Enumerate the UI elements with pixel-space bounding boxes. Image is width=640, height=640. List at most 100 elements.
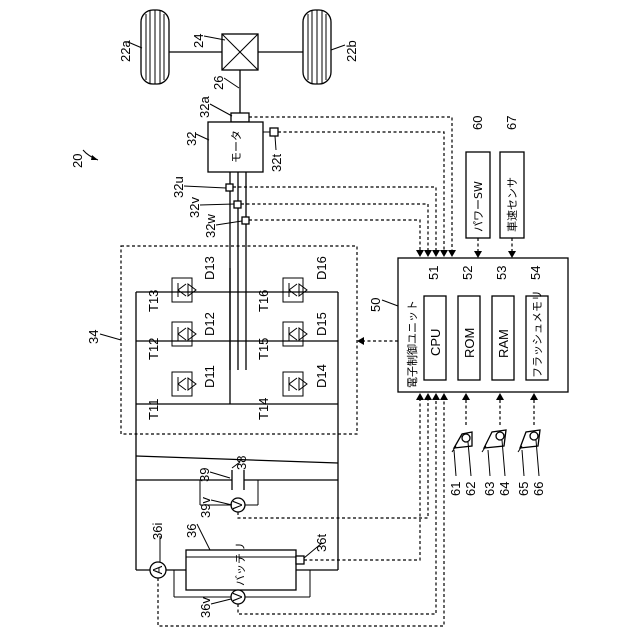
switch-t11-d11 bbox=[172, 372, 196, 396]
pedal-66-label: 66 bbox=[531, 482, 546, 496]
current-v-leader bbox=[200, 204, 234, 205]
cpu-label: CPU bbox=[428, 329, 443, 356]
pedal-65-label: 65 bbox=[516, 482, 531, 496]
pedal-64-label: 64 bbox=[497, 482, 512, 496]
signal-32w-arrow bbox=[416, 250, 424, 257]
signal-36t-arrow bbox=[416, 393, 424, 400]
switch-t14-d14 bbox=[283, 372, 307, 396]
speed-sensor-label: 車速センサ bbox=[505, 177, 519, 232]
label-t16: T16 bbox=[256, 290, 271, 312]
rotation-sensor-32a bbox=[231, 113, 249, 122]
signal-32u-arrow bbox=[432, 250, 440, 257]
signal-32u bbox=[233, 187, 436, 250]
label-d15: D15 bbox=[314, 312, 329, 336]
switch-t12-d12 bbox=[172, 322, 196, 346]
flash-ref: 54 bbox=[528, 266, 543, 280]
battery-voltage-leader bbox=[211, 599, 231, 604]
capacitor-ref: 39 bbox=[197, 468, 212, 482]
label-t15: T15 bbox=[256, 338, 271, 360]
battery-voltmeter-symbol: V bbox=[230, 592, 245, 601]
battery-ammeter-symbol: A bbox=[150, 565, 165, 574]
label-d16: D16 bbox=[314, 256, 329, 280]
battery-current-label: 36i bbox=[150, 523, 165, 540]
ecu-ref-leader bbox=[382, 300, 398, 306]
battery-label: バッテリ bbox=[234, 542, 247, 586]
signal-pedal-66-arrow bbox=[530, 393, 538, 400]
figure-number: 20 bbox=[70, 154, 85, 168]
signal-pedal-64-arrow bbox=[496, 393, 504, 400]
label-t12: T12 bbox=[146, 338, 161, 360]
capacitor-voltmeter-symbol: V bbox=[230, 500, 245, 509]
motor-ref: 32 bbox=[184, 132, 199, 146]
shaft-sensor-leader bbox=[210, 104, 232, 116]
motor-temp-leader bbox=[275, 136, 276, 150]
ecu-label: 電子制御ユニット bbox=[405, 300, 419, 388]
pedal-63-leader bbox=[488, 450, 490, 476]
power-switch-ref: 60 bbox=[470, 116, 485, 130]
pedal-65-leader bbox=[522, 450, 524, 476]
current-w-label: 32w bbox=[203, 214, 218, 238]
wheel-left bbox=[141, 10, 169, 84]
figure-arrowhead bbox=[91, 155, 98, 160]
battery-temp-sensor bbox=[296, 556, 304, 564]
capacitor-voltage-leader bbox=[211, 500, 232, 505]
battery-voltage-label: 36v bbox=[198, 597, 213, 618]
differential-gear bbox=[222, 34, 258, 70]
pedal-62-leader bbox=[468, 442, 471, 476]
label-t13: T13 bbox=[146, 290, 161, 312]
capacitor-ref-leader bbox=[210, 472, 230, 478]
pedal-61-leader bbox=[454, 450, 456, 476]
current-sensor-w bbox=[242, 217, 249, 224]
wheel-right-leader bbox=[331, 45, 345, 50]
pedal-61-label: 61 bbox=[448, 482, 463, 496]
label-t11: T11 bbox=[146, 399, 161, 420]
inverter-control-arrow bbox=[357, 337, 364, 345]
signal-32w bbox=[249, 220, 420, 250]
power-switch-label: パワーSW bbox=[472, 181, 485, 232]
signal-32v bbox=[241, 204, 428, 250]
current-sensor-v bbox=[234, 201, 241, 208]
flash-label: フラッシュメモリ bbox=[531, 290, 544, 378]
current-sensor-u bbox=[226, 184, 233, 191]
shaft-sensor-label: 32a bbox=[197, 96, 212, 118]
pedal-63-label: 63 bbox=[482, 482, 497, 496]
signal-pedal-62-arrow bbox=[462, 393, 470, 400]
ram-ref: 53 bbox=[494, 266, 509, 280]
inverter-ref-leader bbox=[100, 334, 121, 340]
motor-temp-label: 32t bbox=[269, 154, 284, 172]
label-t14: T14 bbox=[256, 398, 271, 420]
signal-32a-arrow bbox=[448, 250, 456, 257]
cpu-ref: 51 bbox=[426, 266, 441, 280]
wheel-right bbox=[303, 10, 331, 84]
signal-32t bbox=[278, 132, 444, 250]
signal-36v-arrow bbox=[432, 393, 440, 400]
motor-label: モータ bbox=[230, 130, 243, 163]
signal-32t-arrow bbox=[440, 250, 448, 257]
signal-32v-arrow bbox=[424, 250, 432, 257]
capacitor-voltage-label: 39v bbox=[198, 497, 213, 518]
drive-shaft-label: 26 bbox=[211, 76, 226, 90]
rom-label: ROM bbox=[462, 328, 477, 358]
signal-39v-arrow bbox=[424, 393, 432, 400]
pedal-62-label: 62 bbox=[463, 482, 478, 496]
signal-36i-arrow bbox=[440, 393, 448, 400]
differential-label: 24 bbox=[191, 34, 206, 48]
switch-t16-d16 bbox=[283, 278, 307, 302]
inverter-ref: 34 bbox=[86, 330, 101, 344]
label-d13: D13 bbox=[202, 256, 217, 280]
drive-shaft-leader bbox=[224, 78, 239, 88]
battery-ref: 36 bbox=[184, 524, 199, 538]
switch-t15-d15 bbox=[283, 322, 307, 346]
ecu-ref: 50 bbox=[368, 298, 383, 312]
label-d11: D11 bbox=[202, 365, 217, 388]
current-u-leader bbox=[184, 186, 226, 188]
signal-32a bbox=[249, 117, 452, 250]
current-u-label: 32u bbox=[171, 176, 186, 198]
rom-ref: 52 bbox=[460, 266, 475, 280]
speed-sensor-arrow bbox=[508, 251, 516, 258]
power-lines-label: 38 bbox=[234, 456, 249, 470]
wheel-right-label: 22b bbox=[344, 40, 359, 62]
current-v-label: 32v bbox=[187, 197, 202, 218]
power-switch-arrow bbox=[474, 251, 482, 258]
